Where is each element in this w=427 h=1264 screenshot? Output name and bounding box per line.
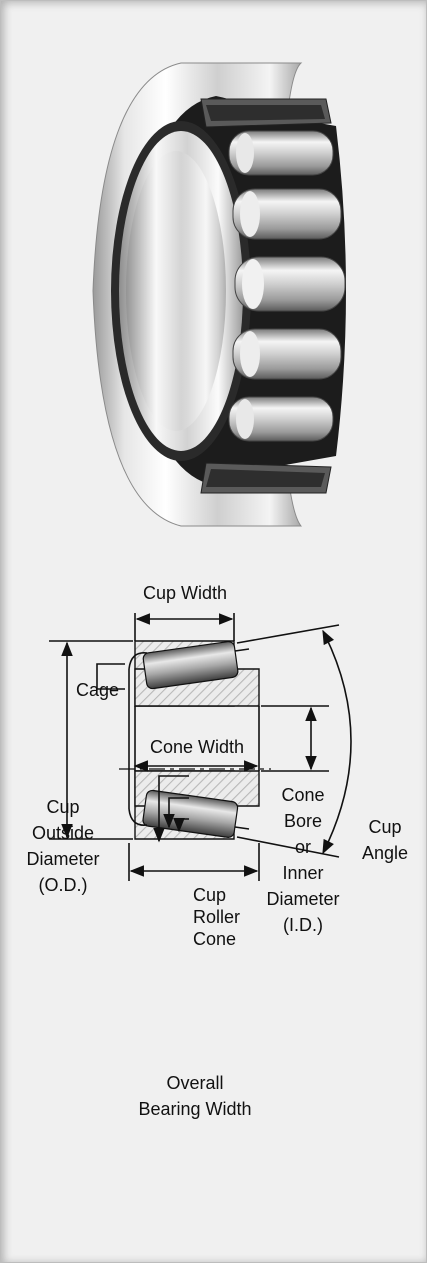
cup-part-label: Cup — [193, 885, 226, 905]
overall-width-label: Overall Bearing Width — [138, 1073, 251, 1119]
cross-section-diagram — [49, 613, 352, 881]
cone-bore-line-1: Cone — [281, 785, 324, 805]
roller-leader — [163, 797, 189, 829]
cone-bore-line-4: Inner — [282, 863, 323, 883]
cage-leader — [96, 663, 125, 690]
cup-od-line-4: (O.D.) — [39, 875, 88, 895]
cup-angle-line-2: Angle — [362, 843, 408, 863]
cup-od-line-3: Diameter — [26, 849, 99, 869]
overall-width-line-1: Overall — [166, 1073, 223, 1093]
cone-bore-line-3: or — [295, 837, 311, 857]
cage-label: Cage — [76, 680, 119, 700]
cone-leader — [173, 818, 189, 833]
roller-part-label: Roller — [193, 907, 240, 927]
cup-od-line-1: Cup — [46, 797, 79, 817]
cone-bore-label: Cone Bore or Inner Diameter (I.D.) — [266, 785, 339, 935]
cup-angle-arc — [322, 629, 352, 855]
cone-bore-line-6: (I.D.) — [283, 915, 323, 935]
cone-part-label: Cone — [193, 929, 236, 949]
roller-top — [142, 641, 239, 690]
cone-bore-line-5: Diameter — [266, 889, 339, 909]
bearing-illustration — [92, 62, 346, 527]
cone-bore-line-2: Bore — [284, 811, 322, 831]
overall-width-line-2: Bearing Width — [138, 1099, 251, 1119]
roller-set — [228, 130, 346, 442]
cone-width-label: Cone Width — [150, 737, 244, 757]
cage-bottom — [128, 808, 148, 826]
cup-width-label: Cup Width — [143, 583, 227, 603]
cup-od-label: Cup Outside Diameter (O.D.) — [26, 797, 99, 895]
cage-top — [128, 652, 148, 670]
cup-angle-line-1: Cup — [368, 817, 401, 837]
cup-angle-label: Cup Angle — [362, 817, 408, 863]
cup-od-line-2: Outside — [32, 823, 94, 843]
cup-leader — [153, 775, 189, 843]
